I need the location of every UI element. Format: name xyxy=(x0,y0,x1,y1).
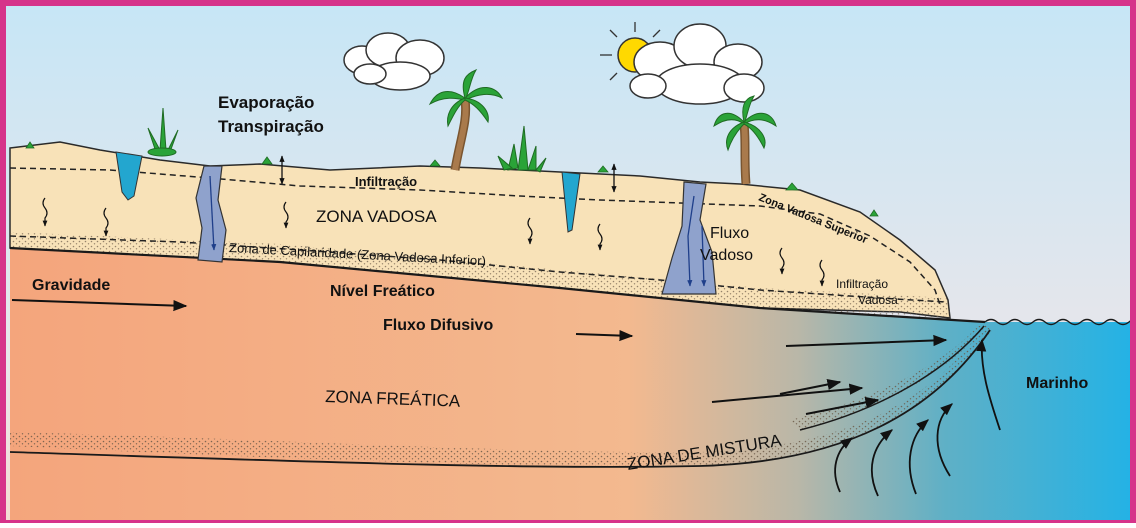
label-gravidade: Gravidade xyxy=(32,277,110,294)
evaporation-arrows xyxy=(279,155,617,193)
label-infiltracao: Infiltração xyxy=(355,174,417,189)
bush-icon-small xyxy=(25,141,879,217)
label-marinho: Marinho xyxy=(1026,375,1088,392)
surface-pool-2 xyxy=(561,171,581,233)
mixing-zone-line-lower xyxy=(9,329,991,468)
capillary-band xyxy=(10,232,950,318)
label-vadoso: Vadoso xyxy=(700,247,753,264)
seawater-intrusion-arrows xyxy=(834,338,1001,497)
mixing-zone-line-upper xyxy=(799,325,985,431)
label-zona-freatica: ZONA FREÁTICA xyxy=(325,387,461,411)
sea-surface-waves xyxy=(984,318,1136,326)
conduit-flow-1 xyxy=(209,175,217,251)
label-fluxo-difusivo: Fluxo Difusivo xyxy=(383,317,493,334)
bush-icon-1 xyxy=(497,125,547,173)
cloud-icon-left xyxy=(343,32,445,91)
flow-arrows xyxy=(11,299,948,415)
water-table-line xyxy=(9,246,986,324)
label-evaporacao: Evaporação xyxy=(218,93,314,112)
palm-tree-icon-center xyxy=(428,68,504,171)
plant-icon-agave xyxy=(147,107,179,157)
conduit-flow-2 xyxy=(687,195,695,287)
gravidade-arrow xyxy=(11,299,188,312)
cloud-icon-right xyxy=(629,23,765,105)
conduit-flow-3 xyxy=(701,225,707,287)
mixing-zone-band-upper xyxy=(790,326,986,430)
palm-tree-icon-right xyxy=(713,95,777,185)
label-nivel-freatico: Nível Freático xyxy=(330,283,435,300)
label-infiltracao-vadosa-1: Infiltração xyxy=(836,277,888,291)
label-infiltracao-vadosa-2: Vadosa xyxy=(858,293,898,307)
label-transpiracao: Transpiração xyxy=(218,117,324,136)
vertical-conduit-1 xyxy=(195,165,227,263)
upper-vadose-dashed-line xyxy=(9,167,941,306)
surface-pool-1 xyxy=(115,151,143,201)
label-fluxo: Fluxo xyxy=(710,225,749,242)
fluxo-difusivo-arrow xyxy=(575,329,634,342)
label-zona-vadosa: ZONA VADOSA xyxy=(316,207,437,226)
infiltration-arrows xyxy=(42,197,825,287)
vertical-conduit-2 xyxy=(661,181,717,295)
